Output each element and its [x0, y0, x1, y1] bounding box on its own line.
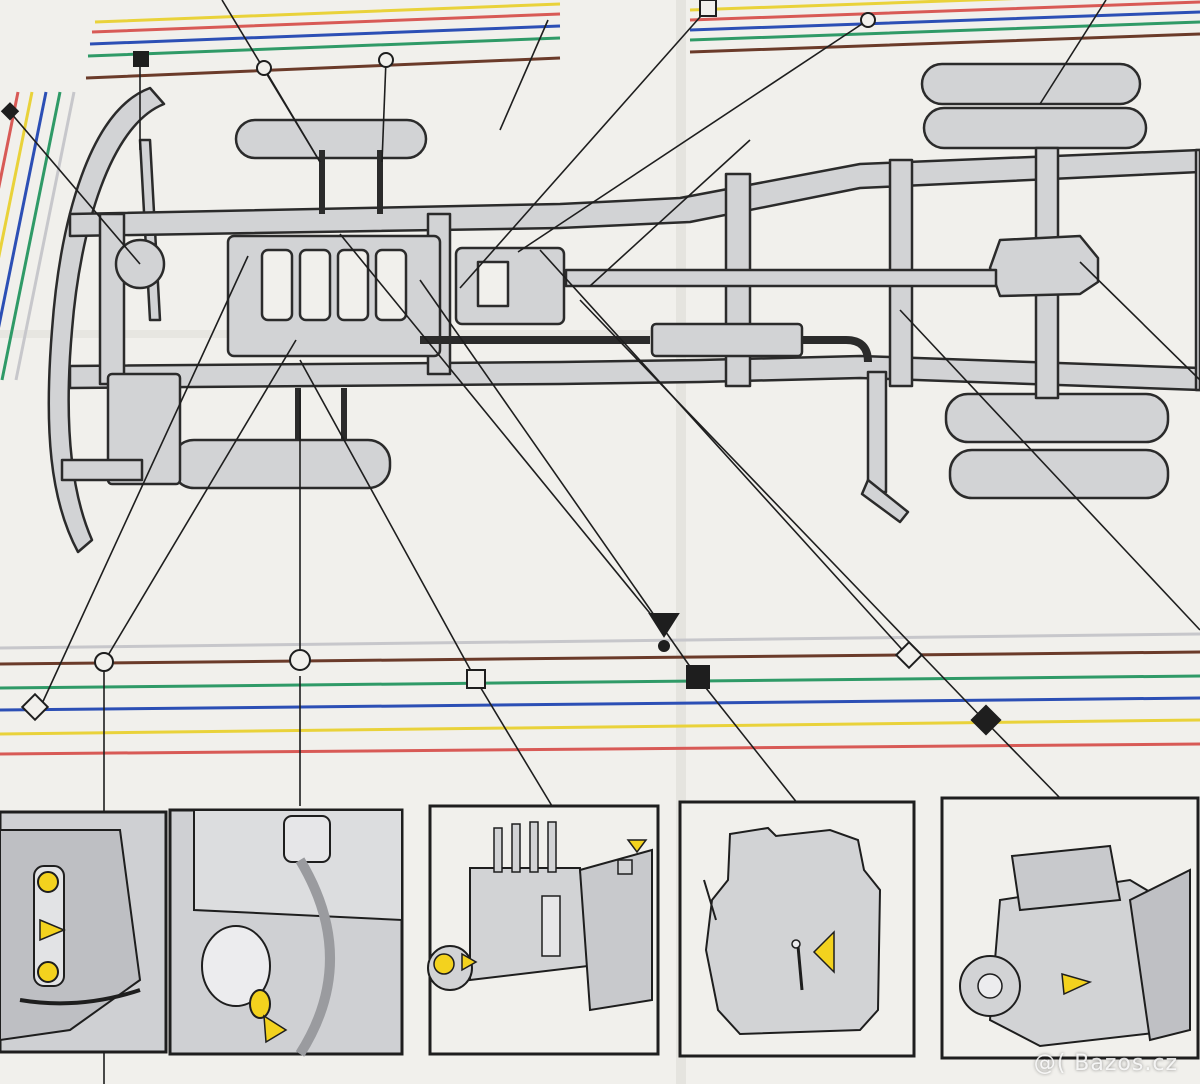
top-colour-stripes [85, 0, 1200, 80]
front-wheel-left [234, 118, 428, 160]
detail-panels [0, 796, 1200, 1060]
stripe-green [0, 674, 1200, 690]
marker-filled-triangle [648, 613, 680, 638]
grease-nipple-icon [263, 1014, 288, 1044]
frame-rail-right [68, 354, 1200, 392]
marker-circle [94, 652, 114, 672]
rear-hanger [866, 370, 888, 494]
callout-markers [0, 0, 1002, 736]
marker-circle [378, 52, 394, 68]
marker-circle [289, 649, 311, 671]
marker-diamond [894, 640, 924, 670]
grease-nipple-icon [39, 918, 66, 942]
marker-filled-diamond [970, 704, 1002, 736]
rear-wheel-inner-right [944, 392, 1170, 444]
marker-dot [658, 640, 670, 652]
dipstick-icon [796, 945, 804, 991]
rear-wheel-inner-left [922, 106, 1148, 150]
exhaust-tail [860, 478, 910, 524]
stripe-yellow-top [94, 0, 1016, 24]
detail-panel-gearbox [940, 796, 1200, 1060]
rear-wheel-outer-right [948, 448, 1170, 500]
rear-wheel-outer-left [920, 62, 1142, 106]
marker-square [699, 0, 717, 17]
stripe-blue-top [89, 10, 1200, 46]
propeller-shaft [564, 268, 998, 288]
engine-block [226, 234, 442, 358]
cross-member-5 [1194, 148, 1200, 392]
marker-filled-square [133, 51, 149, 67]
marker-square [466, 669, 486, 689]
stripe-red [0, 742, 1200, 756]
detail-panel-steering-knuckle [168, 808, 404, 1057]
bottom-colour-stripes [0, 632, 1200, 756]
stripe-brown [0, 650, 1200, 666]
exhaust-pipe [420, 336, 872, 363]
detail-panel-injection-pump [427, 804, 660, 1056]
left-colour-stripes [0, 91, 76, 381]
cross-member-1 [98, 212, 126, 386]
marker-circle [860, 12, 876, 28]
stripe-green-top [87, 20, 1200, 58]
paper-fold-vertical [676, 0, 686, 1084]
stripe-red-top [91, 0, 1200, 34]
stripe-grey [0, 632, 1200, 650]
stripe-blue [0, 696, 1200, 712]
frame-rail-left [68, 148, 1200, 238]
marker-filled-diamond [0, 102, 20, 121]
stripe-brown-top [85, 32, 1200, 80]
watermark-text: @( Bazos.cz [1033, 1051, 1178, 1076]
detail-panel-spring-shackle [0, 810, 168, 1054]
oil-filler-icon [1061, 972, 1093, 996]
oil-level-icon [461, 952, 478, 972]
chassis [47, 62, 1200, 554]
steering-box [106, 372, 182, 486]
fuel-tank [650, 322, 804, 358]
detail-panel-engine-block [678, 800, 916, 1058]
marker-diamond [20, 692, 50, 722]
stripe-yellow [0, 718, 1200, 736]
rear-differential [988, 234, 1100, 298]
marker-circle [256, 60, 272, 76]
marker-filled-square [686, 665, 710, 689]
